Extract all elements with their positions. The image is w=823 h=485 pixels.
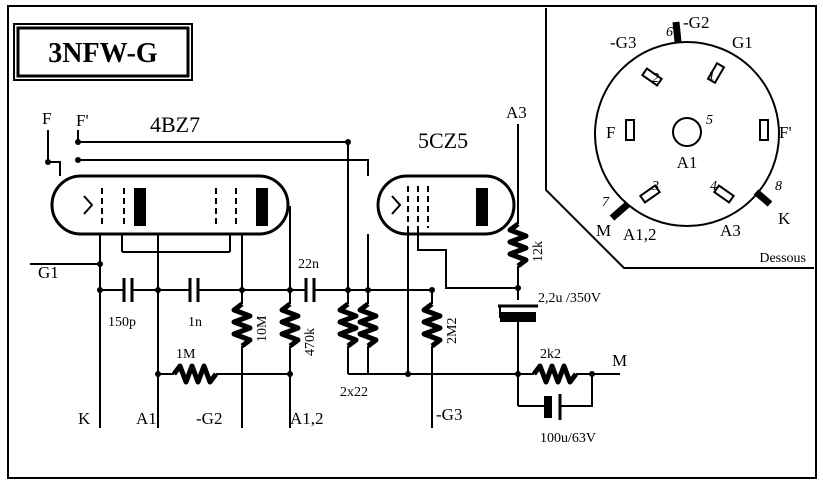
pin-number-7: 7 [602, 195, 610, 210]
pin-label-a1: A1 [677, 153, 698, 172]
pin-slot-2 [640, 67, 664, 87]
label-a1: A1 [136, 409, 157, 428]
pin-label-f: F [606, 123, 615, 142]
title-box: 3NFW-G [13, 23, 193, 81]
label-c22n: 22n [298, 257, 319, 272]
pin-label-g3: -G3 [610, 33, 636, 52]
label-r2x22: 2x22 [340, 385, 368, 400]
label-m: M [612, 351, 627, 370]
label-c150p: 150p [108, 315, 136, 330]
label-g1: G1 [38, 263, 59, 282]
pin-slot-3 [638, 184, 662, 204]
pin-label-fprime: F' [779, 123, 792, 142]
pin-slot-fprime [759, 119, 769, 141]
label-fprime: F' [76, 111, 89, 130]
pin-label-a12: A1,2 [623, 225, 657, 244]
pin-label-k: K [778, 209, 791, 228]
label-g2: -G2 [196, 409, 222, 428]
tube-label-5cz5: 5CZ5 [418, 128, 468, 153]
pin-number-8: 8 [775, 179, 782, 194]
label-r10m: 10M [255, 315, 270, 342]
label-k: K [78, 409, 91, 428]
label-r2k2: 2k2 [540, 347, 561, 362]
pin-label-a3: A3 [720, 221, 741, 240]
tube-4bz7 [50, 174, 290, 236]
pin-slot-1 [706, 61, 726, 85]
pin-label-g1: G1 [732, 33, 753, 52]
label-r2m2: 2M2 [445, 318, 460, 344]
label-c1n: 1n [188, 315, 202, 330]
label-r470k: 470k [303, 328, 318, 356]
pin-label-g2: -G2 [683, 13, 709, 32]
label-c100u: 100u/63V [540, 431, 596, 446]
pin-number-5: 5 [706, 113, 713, 128]
pin-number-2: 2 [652, 71, 659, 86]
page-title: 3NFW-G [48, 38, 158, 69]
pin-slot-f [625, 119, 635, 141]
pin-number-1: 1 [708, 69, 715, 84]
pin-number-3: 3 [651, 179, 659, 194]
label-f: F [42, 109, 51, 128]
label-c2u2: 2,2u /350V [538, 291, 601, 306]
label-r1m: 1M [176, 347, 196, 362]
label-g3: -G3 [436, 405, 462, 424]
base-caption: Dessous [759, 251, 806, 266]
pin-label-m: M [596, 221, 611, 240]
tube-5cz5 [376, 174, 516, 236]
pin-slot-4 [712, 184, 736, 204]
label-a12: A1,2 [290, 409, 324, 428]
outer-frame [7, 5, 817, 479]
label-r12k: 12k [531, 241, 546, 262]
pin-number-4: 4 [710, 179, 717, 194]
base-diagram: 6 -G2 -G3 G1 2 1 F F' 5 A1 3 4 7 8 M A1,… [545, 8, 814, 269]
pin-number-6: 6 [666, 25, 673, 40]
tube-label-4bz7: 4BZ7 [150, 112, 200, 137]
label-a3: A3 [506, 103, 527, 122]
